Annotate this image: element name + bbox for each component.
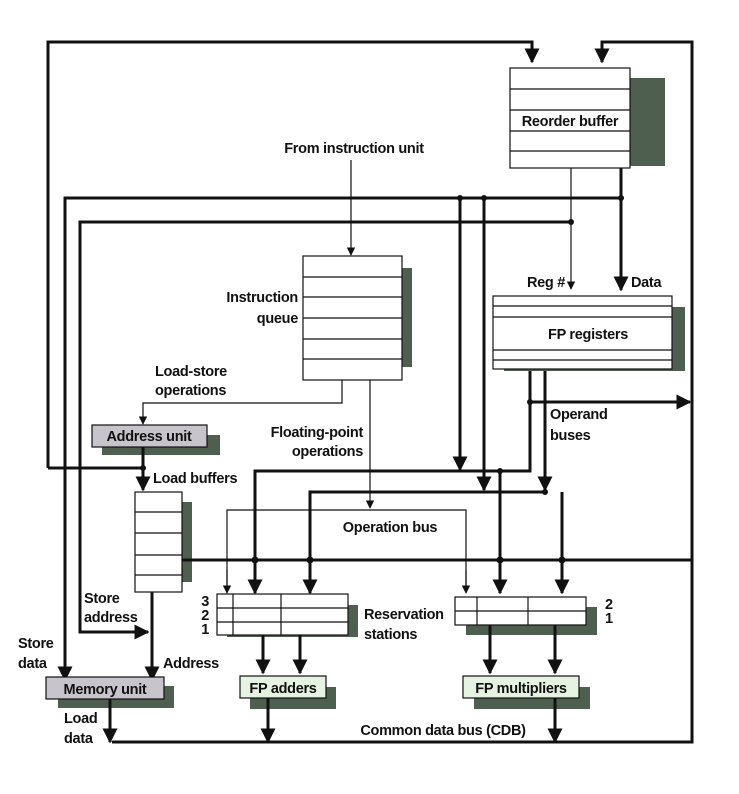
from-instruction-unit-label: From instruction unit <box>284 141 424 157</box>
reorder-buffer <box>509 67 631 169</box>
rs-mult-index-1: 1 <box>605 611 613 627</box>
load-store-ops-wire <box>138 380 343 425</box>
fp-adders-label: FP adders <box>249 681 316 697</box>
store-data-bus <box>57 196 621 682</box>
load-data-label-2: data <box>64 731 94 747</box>
rs-adder-index-1: 1 <box>201 622 209 638</box>
load-store-ops-label-2: operations <box>155 383 226 399</box>
operation-bus <box>226 509 467 592</box>
store-address-bus <box>78 220 571 634</box>
rs-mult-index-2: 2 <box>605 597 613 613</box>
operand-buses-label-2: buses <box>550 428 591 444</box>
reg-num-label: Reg # <box>527 275 565 291</box>
load-buffers <box>134 491 183 593</box>
address-label: Address <box>163 656 219 672</box>
data-label: Data <box>631 275 662 291</box>
fp-ops-label-1: Floating-point <box>271 425 364 441</box>
reorder-buffer-label: Reorder buffer <box>522 114 619 130</box>
store-data-label-1: Store <box>18 636 54 652</box>
fp-registers-label: FP registers <box>548 327 628 343</box>
instruction-queue <box>302 255 403 381</box>
load-buffers-label: Load buffers <box>153 471 237 487</box>
cdb-label: Common data bus (CDB) <box>360 723 526 739</box>
reservation-stations-label-2: stations <box>364 627 417 643</box>
address-unit-label: Address unit <box>106 429 191 445</box>
fp-adders <box>239 675 327 699</box>
memory-unit <box>45 676 165 700</box>
bus-to-reorder-buffer-left <box>46 40 540 468</box>
junction-dots <box>140 195 624 564</box>
fp-multipliers <box>462 675 580 699</box>
instruction-queue-label-1: Instruction <box>226 290 298 306</box>
operand-bus-b <box>308 371 547 590</box>
instruction-queue-label-2: queue <box>257 311 298 327</box>
fp-registers <box>492 295 673 370</box>
store-address-label-1: Store <box>84 591 120 607</box>
fp-multipliers-label: FP multipliers <box>475 681 567 697</box>
operand-bus-a <box>253 371 532 590</box>
store-data-label-2: data <box>18 656 48 672</box>
reservation-stations-adders <box>216 593 349 636</box>
memory-unit-label: Memory unit <box>64 682 147 698</box>
fp-ops-label-2: operations <box>292 444 363 460</box>
load-store-ops-label-1: Load-store <box>155 364 227 380</box>
load-data-label-1: Load <box>64 711 97 727</box>
operand-buses-label-1: Operand <box>550 407 608 423</box>
store-address-label-2: address <box>84 610 138 626</box>
rs-adder-index-2: 2 <box>201 608 209 624</box>
address-unit <box>91 424 208 448</box>
reservation-stations-label-1: Reservation <box>364 607 444 623</box>
operation-bus-label: Operation bus <box>343 520 438 536</box>
rs-adder-index-3: 3 <box>201 594 209 610</box>
reservation-stations-multipliers <box>454 596 587 626</box>
